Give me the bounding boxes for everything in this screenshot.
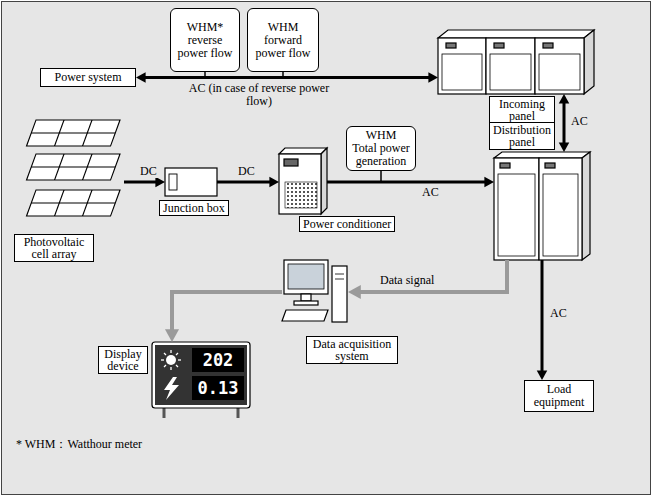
connector bbox=[217, 177, 279, 188]
arrowhead bbox=[269, 177, 279, 188]
arrowhead bbox=[559, 142, 570, 152]
display-digits: 202 bbox=[192, 348, 244, 372]
connector-line bbox=[145, 76, 430, 79]
meter-stem bbox=[380, 171, 382, 182]
connector bbox=[124, 177, 165, 188]
node-heading: Load equipment bbox=[528, 383, 590, 409]
node-text: reverse power flow bbox=[174, 34, 236, 60]
connector-line bbox=[563, 103, 566, 144]
arrowhead bbox=[165, 329, 179, 342]
power-conditioner-drawing bbox=[279, 148, 327, 214]
node-label: Incoming panel bbox=[489, 96, 555, 124]
node-heading: WHM* bbox=[187, 21, 224, 34]
display-board-drawing bbox=[152, 342, 250, 418]
footnote: * WHM：Watthour meter bbox=[14, 438, 144, 451]
incoming-panel: Incoming panel bbox=[438, 30, 594, 94]
arrowhead bbox=[155, 177, 165, 188]
arrowhead bbox=[484, 177, 494, 188]
pv-panels bbox=[27, 120, 120, 216]
load-equipment-box: Load equipment bbox=[524, 380, 594, 412]
connector-line bbox=[327, 181, 485, 184]
arrowhead bbox=[428, 72, 438, 83]
connector bbox=[559, 94, 570, 152]
connector bbox=[348, 260, 507, 299]
connector-label: AC bbox=[569, 115, 590, 128]
node-label: Display device bbox=[98, 346, 148, 374]
node-text: Total power generation bbox=[350, 142, 412, 168]
node-label: Photovoltaic cell array bbox=[14, 234, 94, 262]
connector-label: Data signal bbox=[378, 274, 436, 287]
arrowhead bbox=[348, 285, 361, 299]
connector-line bbox=[217, 181, 270, 184]
watthour-meter: WHMTotal power generation bbox=[346, 126, 416, 171]
node-heading: WHM bbox=[268, 21, 299, 34]
display-digits: 0.13 bbox=[192, 376, 244, 400]
connector-label: DC bbox=[236, 165, 257, 178]
arrowhead bbox=[559, 94, 570, 104]
power-conditioner: Power conditioner bbox=[279, 148, 327, 214]
watthour-meter: WHM*reverse power flow bbox=[170, 8, 240, 72]
distribution-cabinets bbox=[494, 152, 590, 260]
photovoltaic-array: Photovoltaic cell array bbox=[10, 114, 124, 220]
node-heading: Power system bbox=[55, 71, 122, 84]
connector-label: AC bbox=[420, 186, 441, 199]
distribution-panel: Distribution panel bbox=[494, 152, 590, 260]
junction-box-drawing bbox=[165, 168, 217, 196]
node-label: Junction box bbox=[159, 200, 229, 216]
connector bbox=[327, 177, 494, 188]
node-label: Power conditioner bbox=[299, 216, 395, 232]
connector bbox=[165, 292, 282, 342]
junction-box: Junction box bbox=[165, 168, 217, 196]
connector-label: DC bbox=[138, 165, 159, 178]
connector-line bbox=[172, 292, 282, 330]
data-acquisition-system: Data acquisition system bbox=[282, 258, 348, 326]
connector-line bbox=[541, 260, 544, 371]
arrowhead bbox=[136, 72, 146, 83]
connector-label: AC bbox=[548, 307, 569, 320]
display-device: Display device2020.13 bbox=[152, 342, 250, 408]
node-text: forward power flow bbox=[251, 34, 315, 60]
node-label: Distribution panel bbox=[489, 122, 555, 150]
incoming-cabinets bbox=[438, 30, 594, 94]
connector-line bbox=[124, 181, 156, 184]
watthour-meter: WHMforward power flow bbox=[247, 8, 319, 72]
node-label: Data acquisition system bbox=[306, 336, 398, 364]
computer-drawing bbox=[282, 260, 347, 322]
connector-line bbox=[360, 260, 507, 292]
connector bbox=[537, 260, 548, 380]
connector-label: AC (in case of reverse power flow) bbox=[182, 82, 336, 108]
node-heading: WHM bbox=[366, 129, 397, 142]
power-system-box: Power system bbox=[40, 68, 136, 87]
arrowhead bbox=[537, 370, 548, 380]
